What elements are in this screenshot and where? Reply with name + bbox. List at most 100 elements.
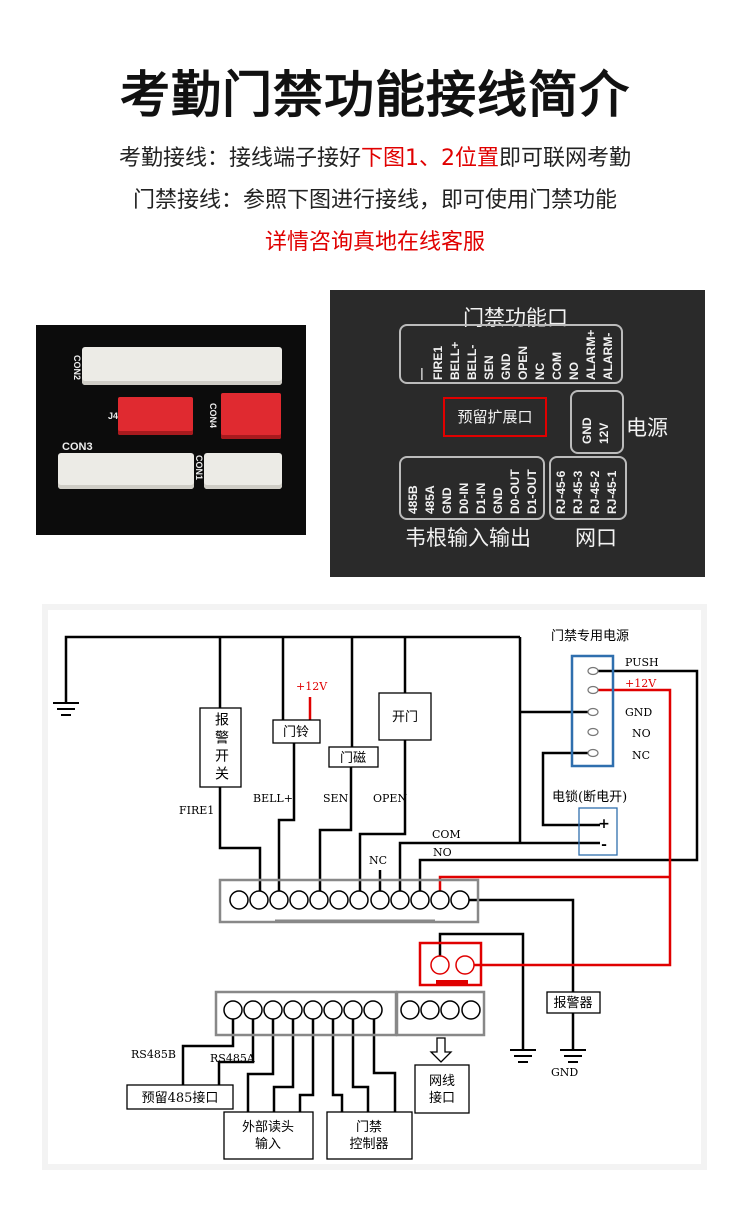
open-button-box <box>378 692 432 741</box>
arrow-down-icon <box>429 1037 453 1063</box>
terminal <box>229 890 249 910</box>
pin-label: BELL+ <box>448 341 462 380</box>
psu-pin-nc: NC <box>632 749 650 762</box>
rs485a-label: RS485A <box>210 1052 256 1065</box>
terminal <box>430 890 450 910</box>
doorbell-box <box>272 719 321 744</box>
sen-label: SEN <box>323 792 349 805</box>
pin-label: GND <box>440 487 454 514</box>
terminal <box>461 1000 481 1020</box>
red-wires <box>308 688 672 967</box>
label-con1: CON1 <box>194 455 204 481</box>
pin-label: GND <box>491 487 505 514</box>
terminal <box>450 890 470 910</box>
open-label: OPEN <box>373 792 407 805</box>
terminal <box>309 890 329 910</box>
terminal <box>363 1000 383 1020</box>
psu-pin-no: NO <box>632 727 651 740</box>
alarm-switch-label: 报警开关 <box>213 711 229 784</box>
lock-minus: - <box>601 837 607 853</box>
connector-con1 <box>204 453 282 489</box>
pin-label: OPEN <box>516 345 530 380</box>
terminal <box>329 890 349 910</box>
component-boxes <box>126 692 601 1160</box>
bell-12v-label: +12V <box>296 680 328 693</box>
doorbell-label: 门铃 <box>283 725 309 740</box>
pin-label: COM <box>550 352 564 380</box>
psu-box <box>570 654 615 768</box>
terminal <box>390 890 410 910</box>
connector-j4 <box>118 397 193 435</box>
intro-text: 考勤接线：接线端子接好 <box>118 146 361 171</box>
controller-box <box>326 1111 413 1160</box>
board-photo: CON2 J4 CON4 CON3 CON1 <box>36 325 306 535</box>
network-label-1: 网线 <box>429 1074 455 1089</box>
intro-line-access: 门禁接线：参照下图进行接线，即可使用门禁功能 <box>132 188 617 213</box>
reserved-port-block <box>418 941 483 987</box>
com-label: COM <box>432 828 461 841</box>
terminal <box>283 1000 303 1020</box>
pin-label: RJ-45-3 <box>571 470 585 514</box>
alarm-switch-box <box>199 707 242 788</box>
pin-label: NC <box>533 362 547 380</box>
pin-label: RJ-45-6 <box>554 470 568 514</box>
terminal <box>243 1000 263 1020</box>
no-label: NO <box>433 846 452 859</box>
intro-highlight: 下图1、2位置 <box>361 146 499 171</box>
nc-label: NC <box>369 854 387 867</box>
pin-label: RJ-45-2 <box>588 470 602 514</box>
terminal <box>323 1000 343 1020</box>
diagram-labels: FIRE1 +12V 门铃 BELL+ 门磁 SEN 开门 OPEN NC CO… <box>131 629 659 1152</box>
terminal <box>410 890 430 910</box>
pin-label: D1-OUT <box>525 469 539 514</box>
alarm-label: 报警器 <box>553 995 592 1011</box>
pin-label: D0-OUT <box>508 469 522 514</box>
pin-label: ALARM- <box>601 332 615 380</box>
reader-input-box <box>223 1111 314 1160</box>
psu-pin-gnd: GND <box>625 706 652 719</box>
reader-label-1: 外部读头 <box>242 1120 294 1135</box>
terminal <box>303 1000 323 1020</box>
wiring-svg: FIRE1 +12V 门铃 BELL+ 门磁 SEN 开门 OPEN NC CO… <box>48 610 701 1164</box>
network-port-box <box>414 1064 470 1114</box>
pin-label: ALARM+ <box>584 329 598 380</box>
label-con3: CON3 <box>62 441 93 453</box>
terminal <box>440 1000 460 1020</box>
fire1-label: FIRE1 <box>179 804 214 817</box>
pin-label: — <box>414 368 428 380</box>
power-port-group <box>570 390 624 454</box>
pin-label: BELL- <box>465 344 479 380</box>
reserved-terminal <box>430 955 450 975</box>
pin-label: D0-IN <box>457 482 471 514</box>
diagram-canvas <box>48 610 701 1164</box>
label-con2: CON2 <box>72 355 82 381</box>
pin-label: NO <box>567 362 581 380</box>
lock-title: 电锁(断电开) <box>552 789 627 805</box>
controller-label-1: 门禁 <box>356 1120 382 1135</box>
wiring-diagram: FIRE1 +12V 门铃 BELL+ 门磁 SEN 开门 OPEN NC CO… <box>42 604 707 1170</box>
bottom-terminals <box>223 1000 481 1020</box>
terminal <box>349 890 369 910</box>
lock-plus: + <box>598 816 610 832</box>
terminal <box>289 890 309 910</box>
psu-title: 门禁专用电源 <box>551 629 629 644</box>
access-terminals <box>229 890 470 910</box>
intro-line-service: 详情咨询真地在线客服 <box>264 230 485 255</box>
terminal <box>370 890 390 910</box>
controller-label-2: 控制器 <box>349 1137 388 1152</box>
black-wires <box>64 635 699 1112</box>
page-title: 考勤门禁功能接线简介 <box>120 66 630 124</box>
pin-label: D1-IN <box>474 482 488 514</box>
pin-label: GND <box>499 353 513 380</box>
terminal <box>420 1000 440 1020</box>
rs485b-label: RS485B <box>131 1048 176 1061</box>
lock-box <box>578 807 618 856</box>
terminal <box>343 1000 363 1020</box>
gnd-label: GND <box>551 1066 578 1079</box>
network-label: 网口 <box>575 526 617 550</box>
access-port-group <box>399 324 623 384</box>
